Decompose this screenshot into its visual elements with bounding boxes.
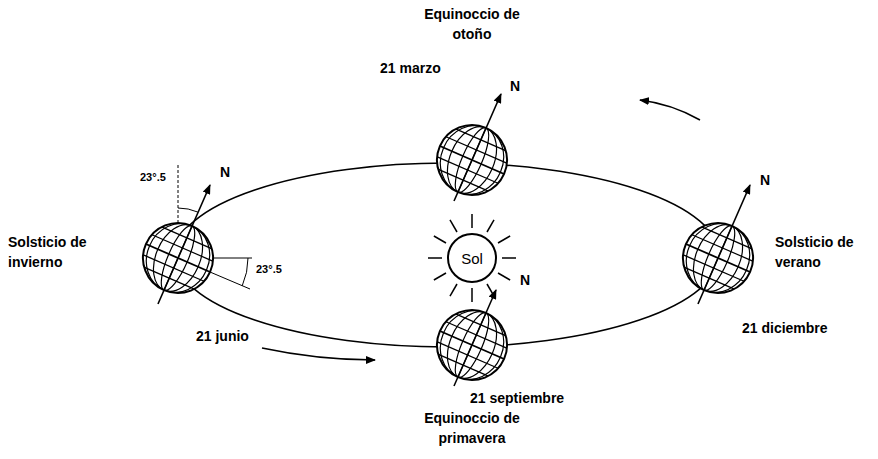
- diagram-label: 21 marzo: [380, 58, 441, 78]
- earth-globes: [132, 114, 764, 391]
- sun-circle: Sol: [447, 233, 497, 283]
- diagram-label: Equinoccio de otoño: [412, 4, 532, 44]
- earth-axes: [158, 94, 750, 386]
- diagram-label: N: [220, 162, 230, 182]
- diagram-label: Solsticio de verano: [775, 232, 875, 272]
- diagram-label: N: [760, 170, 770, 190]
- diagram-label: Equinoccio de primavera: [412, 408, 532, 448]
- diagram-label: 21 septiembre: [470, 388, 564, 408]
- diagram-label: 21 diciembre: [742, 318, 828, 338]
- sun-rays: [428, 214, 516, 302]
- sun-label: Sol: [461, 250, 483, 267]
- tilt-angle-marks: [178, 165, 252, 289]
- diagram-label: N: [510, 76, 520, 96]
- diagram-label: 23°.5: [140, 170, 166, 185]
- diagram-label: 23°.5: [256, 262, 282, 277]
- diagram-label: 21 junio: [196, 326, 249, 346]
- diagram-label: N: [520, 270, 530, 290]
- diagram-label: Solsticio de invierno: [8, 232, 108, 272]
